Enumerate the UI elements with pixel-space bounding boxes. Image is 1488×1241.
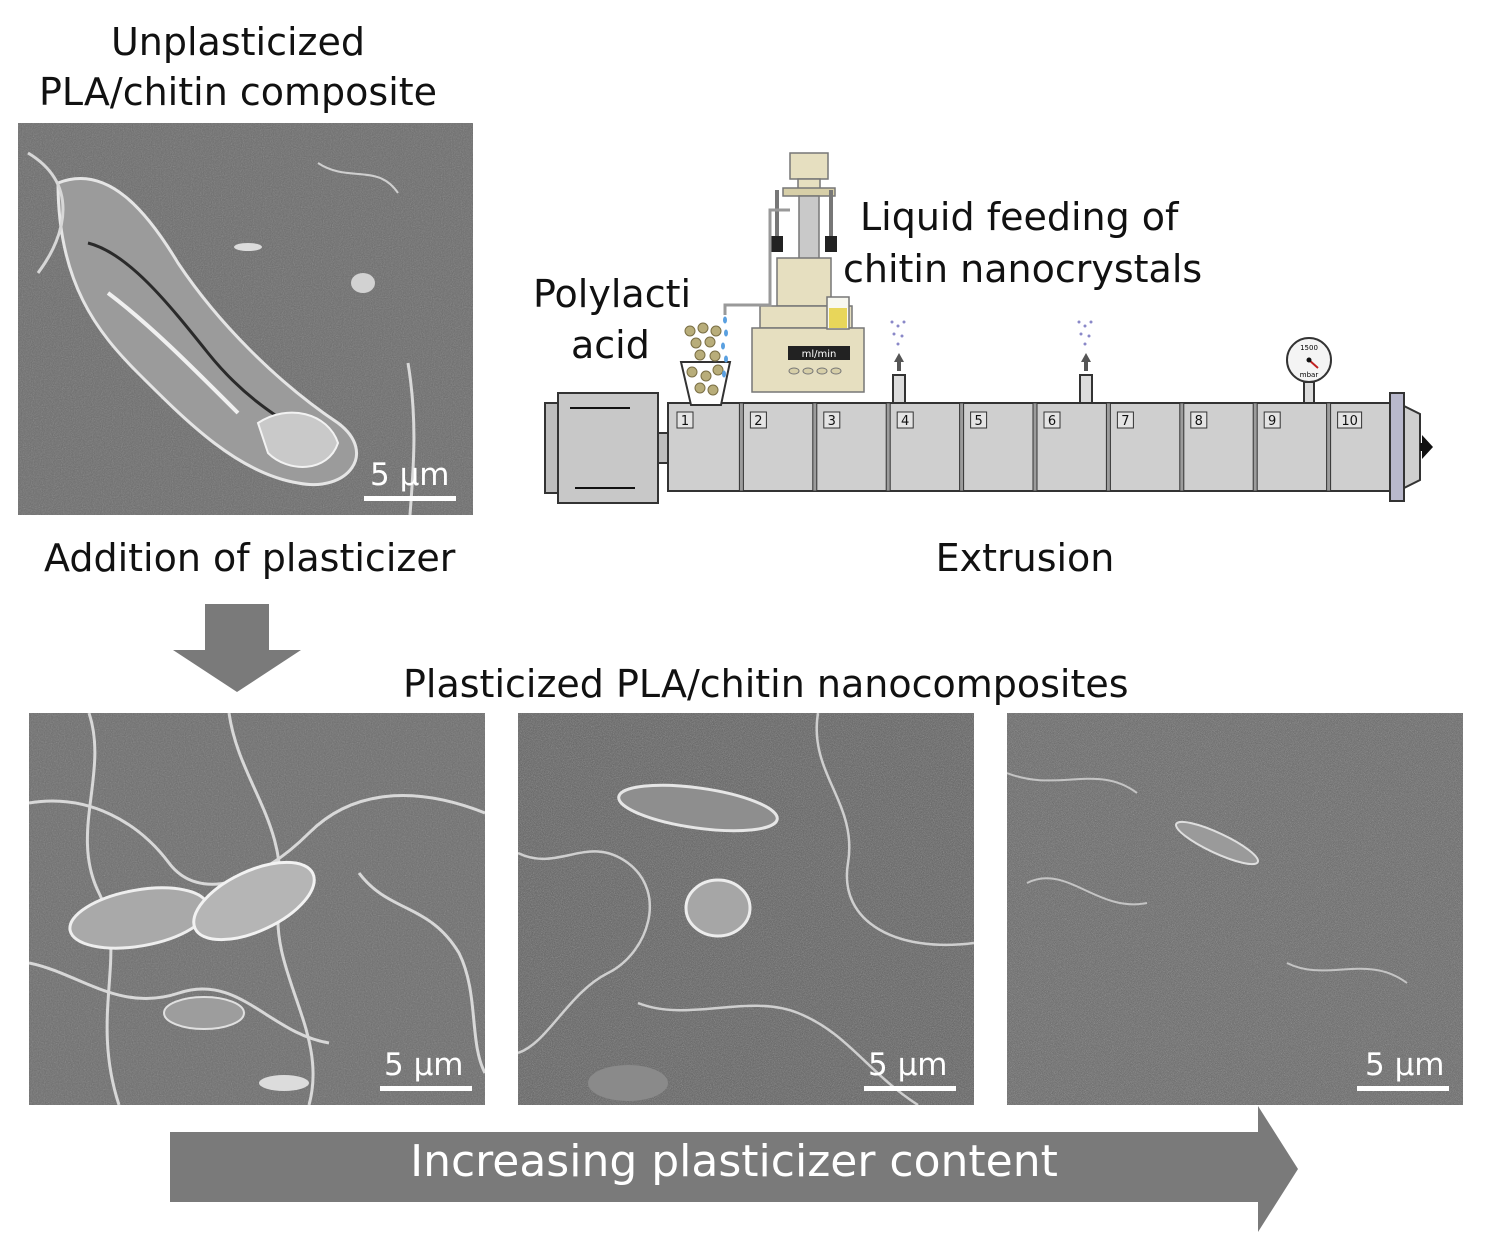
increasing-plasticizer-arrow bbox=[170, 1106, 1298, 1232]
unplasticized-scalebar-label: 5 μm bbox=[370, 457, 450, 493]
panel-1-scalebar-line bbox=[380, 1086, 472, 1091]
motor-block bbox=[544, 392, 671, 504]
zone-divider bbox=[1105, 402, 1111, 492]
extruder-diagram: 1 2 3 4 5 6 7 8 9 10 1500 mbar bbox=[544, 152, 1433, 504]
plasticized-title: Plasticized PLA/chitin nanocomposites bbox=[403, 662, 1129, 706]
zone-number-label: 10 bbox=[1341, 414, 1358, 429]
panel-3-scalebar-label: 5 μm bbox=[1365, 1047, 1445, 1083]
zone-number-box bbox=[1337, 411, 1363, 429]
sem-unplasticized-image: 5 μm bbox=[18, 123, 473, 515]
zone-number-label: 9 bbox=[1268, 414, 1276, 429]
zone-divider bbox=[1326, 402, 1332, 492]
zone-number-box bbox=[1190, 411, 1208, 429]
zone-number-box bbox=[970, 411, 988, 429]
polylactic-acid-label-line1: Polylacti bbox=[533, 272, 692, 316]
zone-divider bbox=[1252, 402, 1258, 492]
sem-plasticized-panel-2: 5 μm bbox=[518, 713, 974, 1105]
down-arrow bbox=[173, 604, 301, 692]
sem-plasticized-panel-3: 5 μm bbox=[1007, 713, 1463, 1105]
extrusion-caption: Extrusion bbox=[935, 536, 1115, 580]
panel-3-scalebar-line bbox=[1357, 1086, 1449, 1091]
panel-1-scalebar-label: 5 μm bbox=[384, 1047, 464, 1083]
vent-zone-6 bbox=[1077, 320, 1093, 404]
zone-divider bbox=[738, 402, 744, 492]
panel-2-scalebar-line bbox=[864, 1086, 956, 1091]
zone-number-label: 1 bbox=[681, 414, 689, 429]
gauge-top-label: 1500 bbox=[1300, 344, 1318, 352]
addition-of-plasticizer-label: Addition of plasticizer bbox=[44, 536, 456, 580]
sem-plasticized-panel-1: 5 μm bbox=[29, 713, 485, 1105]
zone-number-label: 4 bbox=[901, 414, 909, 429]
zone-number-box bbox=[1116, 411, 1134, 429]
unplasticized-title-line2: PLA/chitin composite bbox=[38, 70, 438, 114]
zone-divider bbox=[1179, 402, 1185, 492]
pressure-gauge: 1500 mbar bbox=[1286, 337, 1332, 404]
vent-zone-4 bbox=[890, 320, 906, 404]
zone-divider bbox=[1032, 402, 1038, 492]
zone-number-box bbox=[749, 411, 767, 429]
zone-number-label: 7 bbox=[1121, 414, 1129, 429]
panel-2-scalebar-label: 5 μm bbox=[868, 1047, 948, 1083]
increasing-plasticizer-label: Increasing plasticizer content bbox=[410, 1136, 1058, 1187]
zone-number-box bbox=[823, 411, 841, 429]
zone-number-label: 8 bbox=[1195, 414, 1203, 429]
zone-number-label: 2 bbox=[754, 414, 762, 429]
zone-number-label: 5 bbox=[974, 414, 982, 429]
zone-divider bbox=[885, 402, 891, 492]
zone-divider bbox=[959, 402, 965, 492]
pellet-hopper bbox=[679, 316, 732, 406]
zone-number-box bbox=[676, 411, 694, 429]
unplasticized-title-line1: Unplasticized bbox=[110, 20, 365, 64]
zone-number-box bbox=[896, 411, 914, 429]
pump-display-label: ml/min bbox=[802, 349, 837, 360]
barrel: 1 2 3 4 5 6 7 8 9 10 bbox=[667, 392, 1433, 502]
zone-divider bbox=[812, 402, 818, 492]
unplasticized-scalebar-line bbox=[364, 496, 456, 501]
zone-number-label: 3 bbox=[828, 414, 836, 429]
liquid-feeding-label-line1: Liquid feeding of bbox=[860, 195, 1179, 239]
gauge-unit-label: mbar bbox=[1300, 371, 1319, 379]
syringe-pump: ml/min bbox=[723, 152, 865, 393]
zone-number-label: 6 bbox=[1048, 414, 1056, 429]
zone-number-box bbox=[1043, 411, 1061, 429]
zone-number-box bbox=[1263, 411, 1281, 429]
liquid-feeding-label-line2: chitin nanocrystals bbox=[843, 247, 1203, 291]
polylactic-acid-label-line2: acid bbox=[571, 323, 650, 367]
